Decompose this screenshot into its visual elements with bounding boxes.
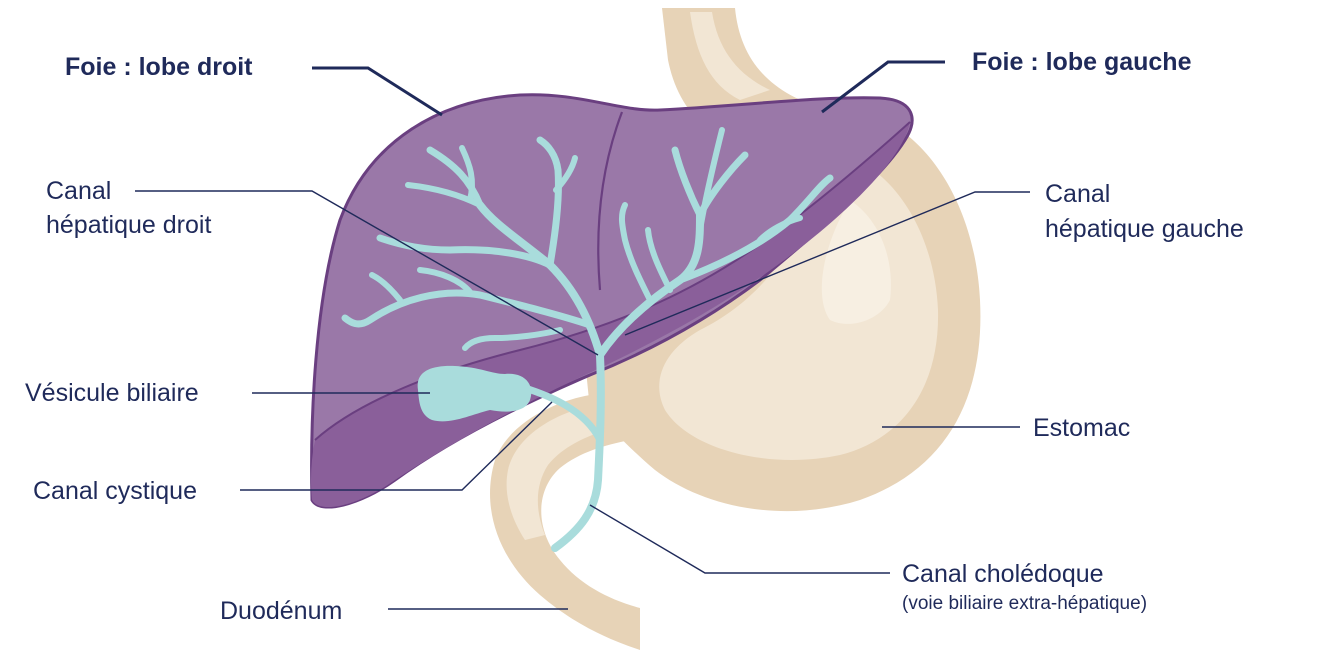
label-liver-right-lobe: Foie : lobe droit — [65, 53, 253, 81]
label-left-hepatic-duct-2: hépatique gauche — [1045, 215, 1244, 243]
leader-common-bile-duct — [590, 505, 890, 573]
label-stomach: Estomac — [1033, 414, 1130, 442]
label-gallbladder: Vésicule biliaire — [25, 379, 199, 407]
leader-right-lobe — [312, 68, 442, 115]
label-common-bile-duct: Canal cholédoque — [902, 560, 1104, 588]
gallbladder-shape — [418, 366, 532, 421]
label-liver-left-lobe: Foie : lobe gauche — [972, 48, 1192, 76]
label-common-bile-duct-note: (voie biliaire extra-hépatique) — [902, 593, 1147, 614]
label-right-hepatic-duct-2: hépatique droit — [46, 211, 211, 239]
label-left-hepatic-duct-1: Canal — [1045, 180, 1110, 208]
label-cystic-duct: Canal cystique — [33, 477, 197, 505]
label-right-hepatic-duct-1: Canal — [46, 177, 111, 205]
label-duodenum: Duodénum — [220, 597, 342, 625]
